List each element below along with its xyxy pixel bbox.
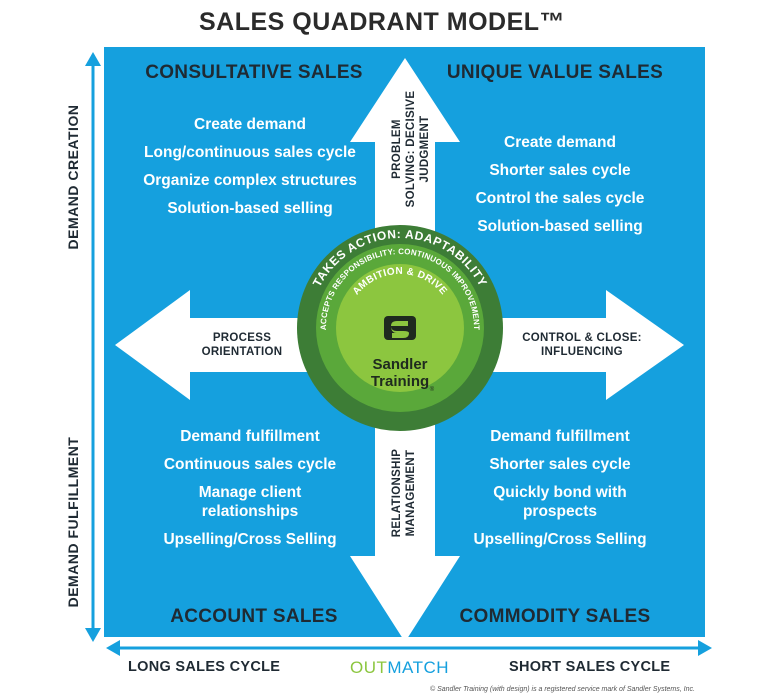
demand-axis-arrow: [85, 52, 101, 642]
brand-out: OUT: [350, 658, 388, 677]
sandler-logo-icon: [384, 316, 416, 340]
quadrant-title-bottom-right: COMMODITY SALES: [459, 606, 651, 627]
list-item: Manage client relationships: [198, 484, 302, 520]
logo-text-line1: Sandler: [372, 356, 427, 373]
up-arrow-label: PROBLEM SOLVING: DECISIVE JUDGMENT: [391, 90, 431, 208]
list-item: Demand fulfillment: [180, 428, 320, 445]
copyright-note: © Sandler Training (with design) is a re…: [430, 686, 695, 693]
right-arrow-label: CONTROL & CLOSE: INFLUENCING: [512, 331, 652, 359]
sales-cycle-axis-arrow: [106, 640, 712, 656]
list-item: Organize complex structures: [143, 172, 357, 189]
quadrant-title-top-left: CONSULTATIVE SALES: [145, 62, 363, 83]
right-arrow-label-line2: INFLUENCING: [541, 346, 623, 358]
bullet-list-top-right: Create demand Shorter sales cycle Contro…: [450, 133, 670, 245]
list-item: Demand fulfillment: [490, 428, 630, 445]
list-item: Quickly bond with prospects: [493, 484, 627, 520]
left-arrow-label: PROCESS ORIENTATION: [182, 331, 302, 359]
page-title: SALES QUADRANT MODEL™: [198, 8, 566, 36]
bullet-list-bottom-right: Demand fulfillment Shorter sales cycle Q…: [450, 427, 670, 558]
down-arrow: [350, 400, 460, 642]
axis-label-demand-fulfillment: DEMAND FULFILLMENT: [65, 436, 81, 608]
left-arrow: [115, 290, 330, 400]
logo-registered: ®: [430, 386, 435, 393]
list-item: Upselling/Cross Selling: [163, 531, 337, 548]
axis-label-long-sales-cycle: LONG SALES CYCLE: [128, 659, 281, 675]
list-item: Create demand: [194, 116, 306, 133]
list-item: Upselling/Cross Selling: [473, 531, 647, 548]
axis-label-demand-creation: DEMAND CREATION: [65, 104, 81, 250]
list-item: Continuous sales cycle: [163, 456, 337, 473]
left-arrow-label-line1: PROCESS: [212, 332, 272, 344]
list-item: Shorter sales cycle: [489, 162, 631, 179]
right-arrow: [480, 290, 684, 400]
logo-text-line2: Training: [371, 373, 429, 390]
quadrant-title-top-right: UNIQUE VALUE SALES: [446, 62, 664, 83]
list-item: Shorter sales cycle: [489, 456, 631, 473]
bullet-list-bottom-left: Demand fulfillment Continuous sales cycl…: [130, 427, 370, 558]
quadrant-title-bottom-left: ACCOUNT SALES: [170, 606, 338, 627]
list-item: Control the sales cycle: [475, 190, 645, 207]
outmatch-logo: OUTMATCH: [350, 658, 449, 678]
list-item: Solution-based selling: [477, 218, 643, 235]
list-item: Long/continuous sales cycle: [144, 144, 356, 161]
axis-label-short-sales-cycle: SHORT SALES CYCLE: [509, 659, 671, 675]
brand-match: MATCH: [387, 658, 450, 677]
right-arrow-label-line1: CONTROL & CLOSE:: [522, 332, 642, 344]
list-item: Create demand: [504, 134, 616, 151]
left-arrow-label-line2: ORIENTATION: [201, 346, 283, 358]
list-item: Solution-based selling: [167, 200, 333, 217]
bullet-list-top-left: Create demand Long/continuous sales cycl…: [140, 115, 360, 227]
down-arrow-label: RELATIONSHIP MANAGEMENT: [391, 448, 417, 538]
